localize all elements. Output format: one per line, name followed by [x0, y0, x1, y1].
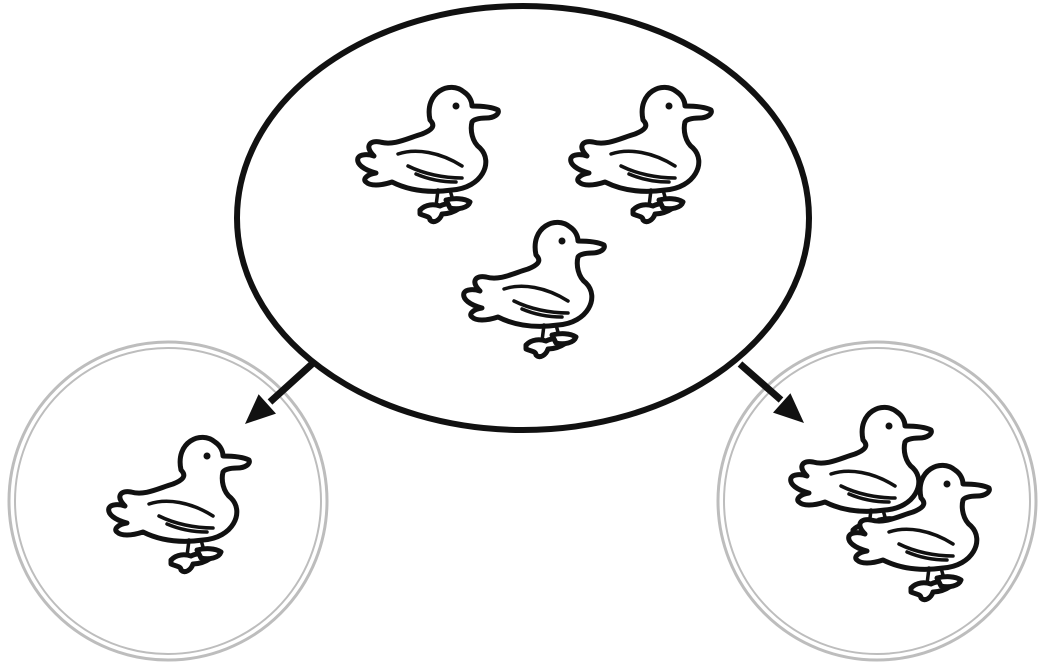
whole-set-oval — [234, 3, 812, 433]
arrow-to-right-part — [737, 361, 813, 433]
arrow-to-left-part — [236, 361, 315, 434]
